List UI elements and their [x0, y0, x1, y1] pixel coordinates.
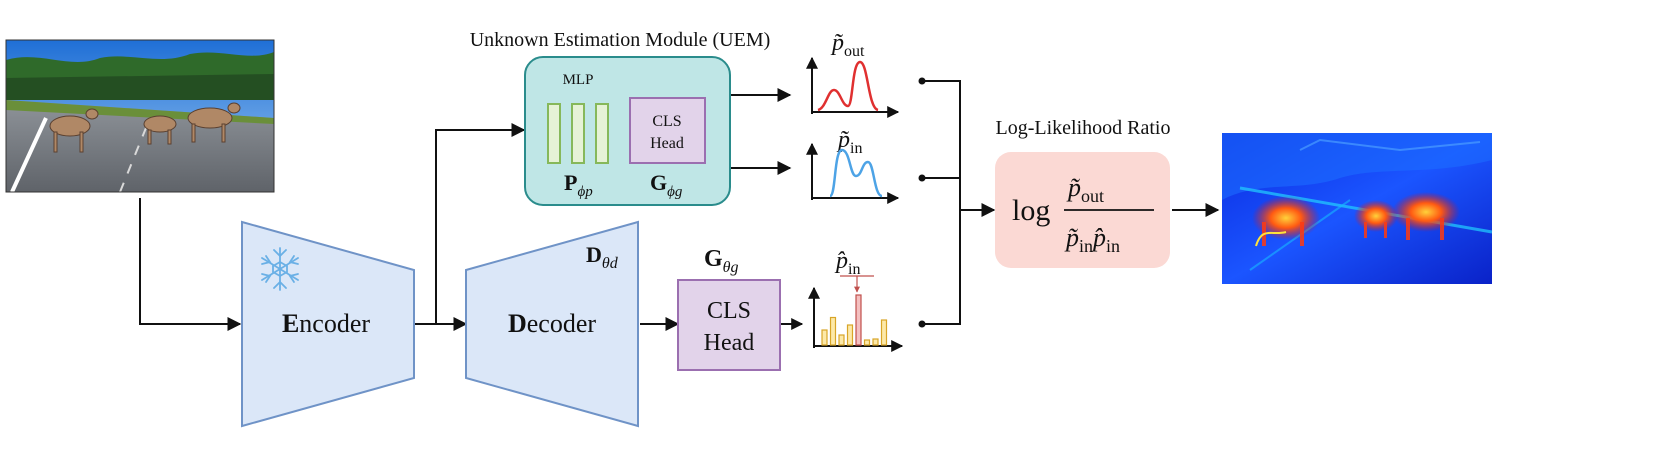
p-hat-bar: [880, 319, 888, 346]
uem-head-symbol: G: [650, 170, 667, 195]
p-in-subscript: in: [850, 140, 862, 157]
uem-proj-symbol: P: [564, 170, 577, 195]
connector-lines: [139, 80, 1220, 331]
encoder-to-uem-arrow: [435, 123, 526, 324]
p-hat-bars: [821, 294, 888, 346]
cls-head-block: CLS Head Gθg: [677, 246, 781, 371]
p-hat-bar: [855, 294, 862, 346]
svg-text:Decoder: Decoder: [508, 309, 596, 338]
p-hat-bar: [829, 316, 837, 346]
llr-den-subscript-1: in: [1079, 236, 1093, 256]
p-hat-subscript: in: [848, 261, 860, 278]
llr-den-symbol-2: p̂: [1091, 223, 1106, 252]
encoder-label-rest: ncoder: [299, 309, 370, 338]
p-in-plot: p̃in: [806, 127, 900, 204]
uem-block: Unknown Estimation Module (UEM) MLP CLS …: [470, 29, 771, 206]
llr-num-subscript: out: [1081, 186, 1104, 206]
svg-text:p̂in: p̂in: [834, 248, 860, 278]
photo-to-encoder-arrow: [139, 198, 242, 331]
decoder-block: Decoder Dθd: [465, 220, 639, 428]
llr-den-symbol-1: p̃: [1064, 223, 1079, 252]
uem-cls-line1: CLS: [652, 113, 681, 130]
cls-head-param-symbol: G: [704, 246, 723, 272]
svg-text:Gθg: Gθg: [704, 246, 739, 276]
decoder-label-rest: ecoder: [527, 309, 597, 338]
encoder-block: Encoder: [241, 220, 415, 428]
p-hat-bar: [821, 329, 828, 346]
decoder-param-subscript: θd: [602, 255, 619, 272]
uem-title: Unknown Estimation Module (UEM): [470, 29, 771, 51]
cls-head-param-subscript: θg: [723, 259, 739, 276]
llr-den-subscript-2: in: [1106, 236, 1120, 256]
merge-dots: [918, 77, 926, 328]
svg-text:Dθd: Dθd: [586, 242, 619, 272]
p-out-symbol: p̃: [830, 30, 844, 56]
svg-text:Encoder: Encoder: [282, 309, 370, 338]
input-photo: [5, 39, 275, 193]
p-out-plot: p̃out: [806, 30, 900, 118]
uem-cls-line2: Head: [650, 135, 684, 152]
svg-text:Gϕg: Gϕg: [650, 170, 683, 200]
llr-title: Log-Likelihood Ratio: [996, 117, 1171, 139]
decoder-param-symbol: D: [586, 242, 602, 267]
llr-num-symbol: p̃: [1066, 173, 1081, 202]
decoder-initial: D: [508, 309, 527, 338]
p-hat-bar: [838, 334, 845, 346]
output-heatmap: [1222, 133, 1493, 284]
svg-text:Pϕp: Pϕp: [564, 170, 593, 200]
merge-pout-line: [922, 80, 961, 210]
uem-head-subscript: ϕg: [667, 184, 683, 200]
llr-block: Log-Likelihood Ratio log p̃out p̃inp̂in: [995, 117, 1170, 268]
encoder-initial: E: [282, 309, 299, 338]
p-hat-bar: [863, 339, 871, 346]
mlp-label: MLP: [563, 72, 594, 88]
snowflake-icon: [261, 247, 299, 291]
svg-text:p̃inp̂in: p̃inp̂in: [1064, 223, 1120, 256]
merge-phat-line: [922, 210, 961, 325]
svg-text:p̃out: p̃out: [1066, 173, 1104, 206]
p-hat-plot: p̂in: [808, 248, 904, 352]
p-hat-symbol: p̂: [834, 248, 848, 274]
llr-log: log: [1012, 194, 1050, 227]
cls-head-line1: CLS: [707, 298, 751, 324]
cls-head-line2: Head: [704, 330, 755, 356]
p-in-symbol: p̃: [836, 127, 850, 153]
p-hat-bar: [846, 324, 854, 346]
mlp-layers: [547, 103, 609, 164]
p-out-subscript: out: [844, 43, 865, 60]
uem-proj-subscript: ϕp: [577, 184, 593, 200]
svg-text:p̃out: p̃out: [830, 30, 865, 60]
p-hat-bar: [872, 338, 879, 346]
svg-text:p̃in: p̃in: [836, 127, 862, 157]
